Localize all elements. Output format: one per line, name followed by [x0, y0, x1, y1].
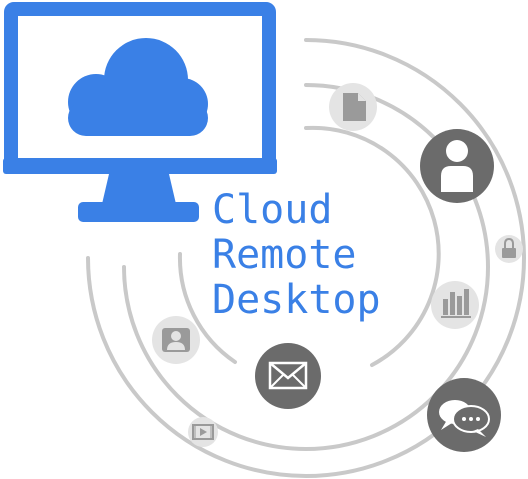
cloud-icon [68, 38, 208, 136]
title-line-cloud: Cloud [212, 187, 333, 233]
title-line-desktop: Desktop [212, 277, 381, 323]
video-icon [188, 417, 218, 447]
user-icon [420, 129, 494, 203]
document-icon [329, 83, 377, 131]
mail-icon [255, 343, 321, 409]
bar-chart-icon [431, 281, 479, 329]
lock-icon [495, 235, 523, 263]
page-title: Cloud Remote Desktop [212, 188, 462, 323]
monitor-icon [3, 2, 277, 222]
chat-bubbles-icon [427, 378, 501, 452]
contact-icon [152, 316, 200, 364]
orbit-ring-inner [177, 125, 441, 367]
title-line-remote: Remote [212, 232, 357, 278]
